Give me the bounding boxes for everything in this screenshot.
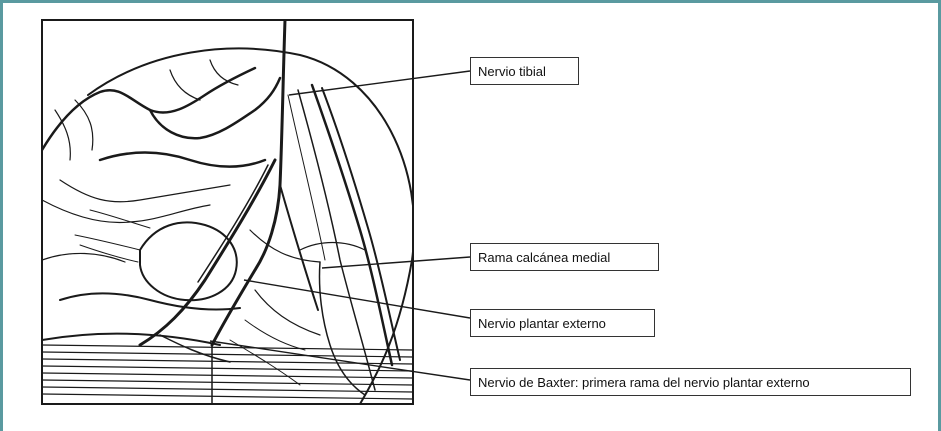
leader-line-calcanea [322,257,470,268]
label-nervio-tibial: Nervio tibial [470,57,579,85]
bone-contour-calcaneus [140,222,237,300]
lateral-plantar-nerve-path [140,160,275,345]
tibial-nerve-path [212,20,285,345]
leader-line-plantar [244,280,470,318]
muscle-fibres [42,345,413,399]
leader-line-tibial [289,71,470,95]
label-nervio-de-baxter: Nervio de Baxter: primera rama del nervi… [470,368,911,396]
label-rama-calcanea-medial: Rama calcánea medial [470,243,659,271]
bone-contour-upper [42,68,255,150]
leader-line-baxter [210,341,470,380]
label-nervio-plantar-externo: Nervio plantar externo [470,309,655,337]
